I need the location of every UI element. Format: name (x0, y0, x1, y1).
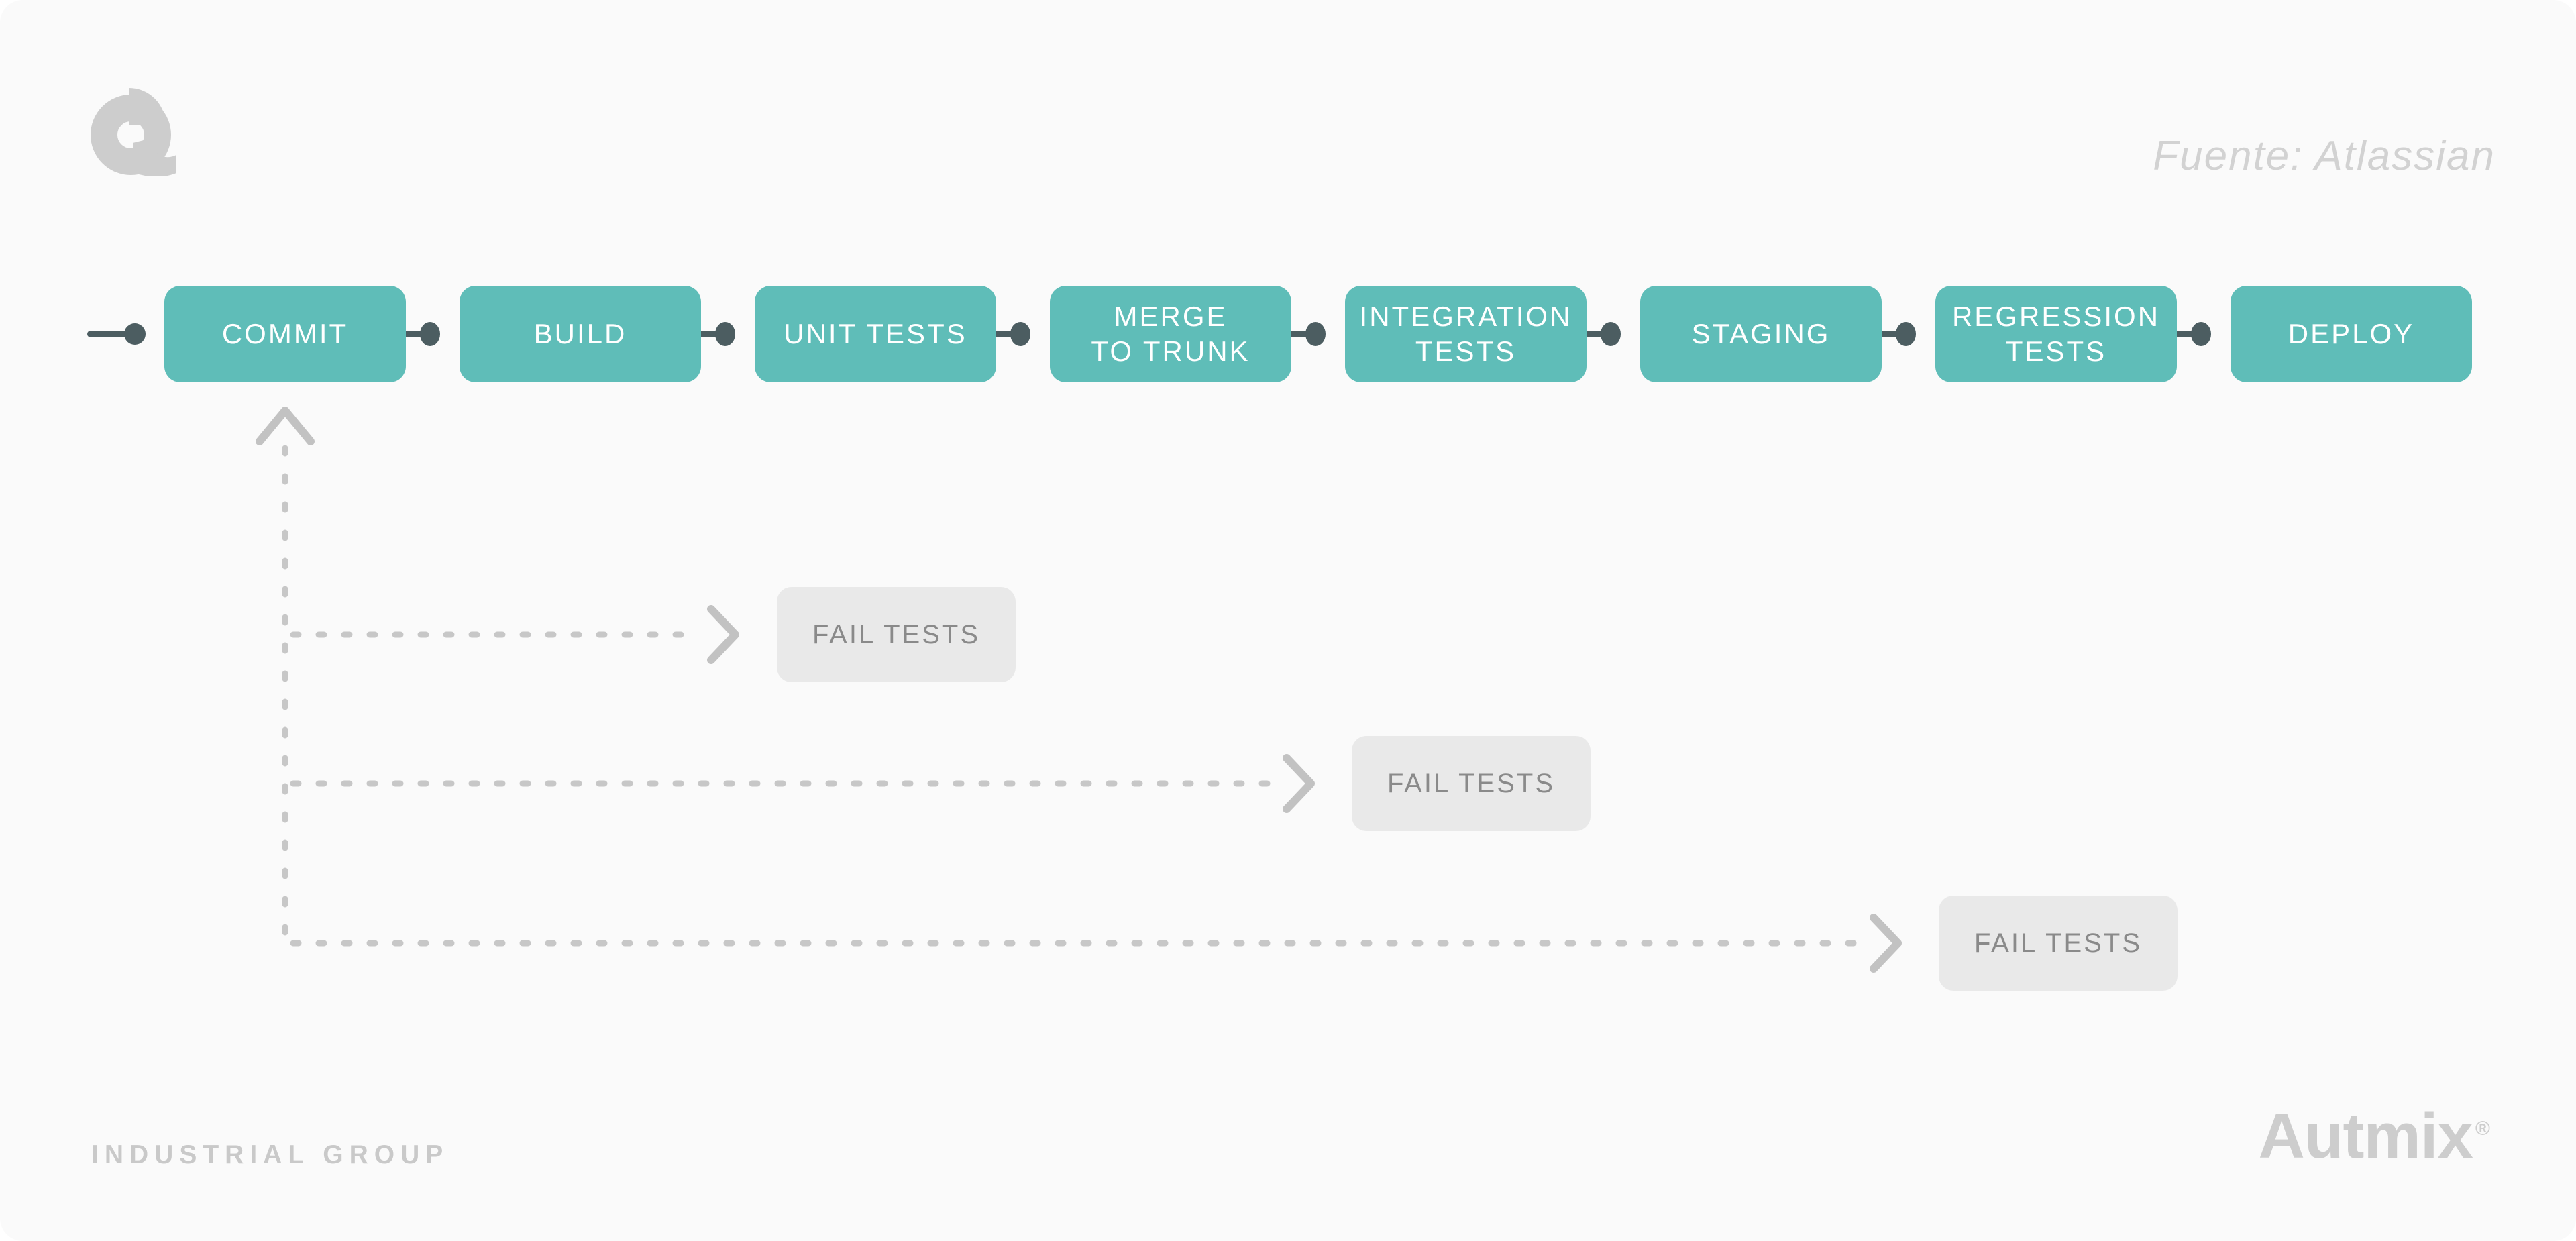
wordmark-text: Autmix (2258, 1100, 2473, 1172)
stage-label: BUILD (533, 317, 627, 349)
fail-tests-node-3: FAIL TESTS (1939, 896, 2178, 991)
stage-staging: STAGING (1640, 286, 1882, 382)
fail-tests-node-1: FAIL TESTS (777, 587, 1016, 682)
fail-branch-line-3 (290, 914, 1902, 973)
stage-deploy: DEPLOY (2231, 286, 2472, 382)
fail-label: FAIL TESTS (1974, 928, 2143, 958)
source-note: Fuente: Atlassian (2153, 133, 2496, 179)
autmix-logo-icon (91, 88, 178, 177)
start-connector-icon (87, 323, 146, 345)
stage-label: MERGE TO TRUNK (1091, 300, 1250, 368)
autmix-wordmark: Autmix® (2259, 1104, 2490, 1169)
fail-branch-line-2 (290, 754, 1315, 813)
arrow-up-icon (256, 407, 315, 445)
stage-commit: COMMIT (164, 286, 406, 382)
stage-connector-icons (402, 322, 2211, 346)
fail-label: FAIL TESTS (812, 619, 981, 649)
fail-tests-node-2: FAIL TESTS (1352, 736, 1591, 831)
stage-label: COMMIT (221, 317, 349, 349)
stage-label: UNIT TESTS (784, 317, 967, 349)
fail-label: FAIL TESTS (1387, 768, 1556, 798)
stage-merge-to-trunk: MERGE TO TRUNK (1050, 286, 1291, 382)
registered-mark: ® (2475, 1118, 2490, 1140)
stage-build: BUILD (460, 286, 701, 382)
stage-unit-tests: UNIT TESTS (755, 286, 996, 382)
stage-label: STAGING (1691, 317, 1831, 349)
stage-integration-tests: INTEGRATION TESTS (1345, 286, 1587, 382)
stage-regression-tests: REGRESSION TESTS (1935, 286, 2177, 382)
stage-label: INTEGRATION TESTS (1359, 300, 1572, 368)
stage-label: DEPLOY (2288, 317, 2415, 349)
industrial-group-tagline: INDUSTRIAL GROUP (91, 1140, 449, 1169)
arrow-right-icon (707, 605, 739, 664)
arrow-right-icon (1283, 754, 1315, 813)
arrow-right-icon (1870, 914, 1902, 973)
return-line-to-commit (256, 407, 315, 947)
fail-branch-line-1 (290, 605, 739, 664)
stage-label: REGRESSION TESTS (1951, 300, 2161, 368)
